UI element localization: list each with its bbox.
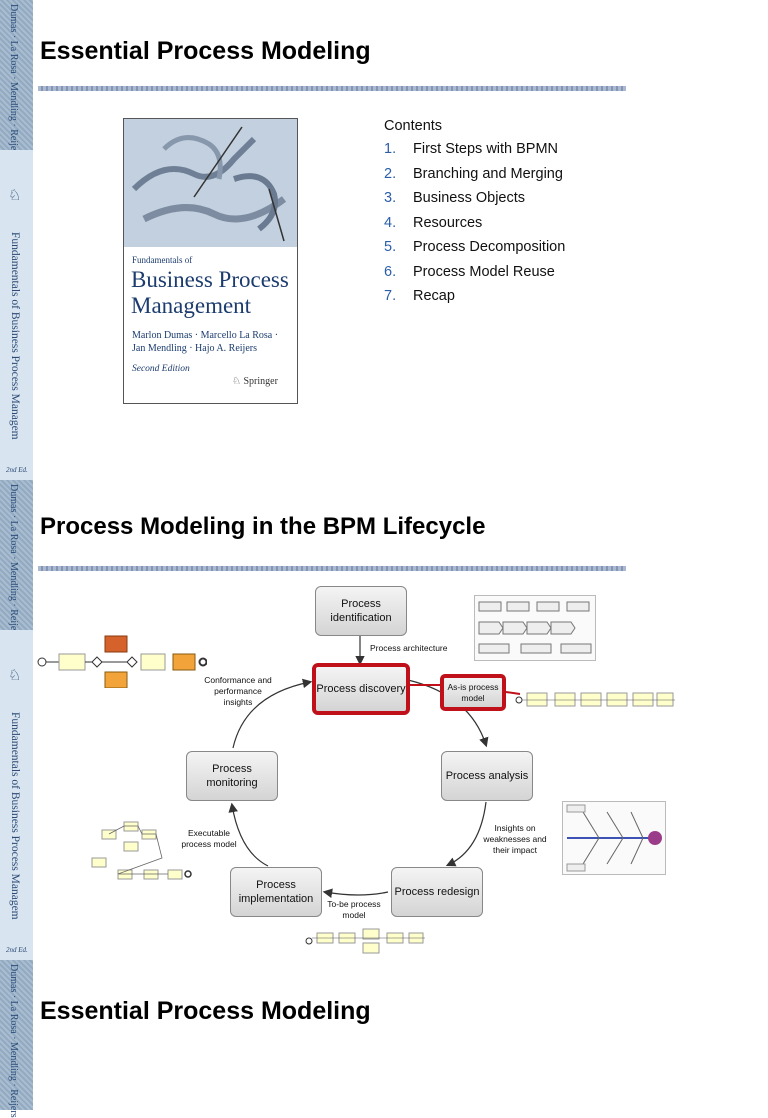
phase-identification: Process identification: [315, 586, 407, 636]
phase-analysis: Process analysis: [441, 751, 533, 801]
slide-title: Process Modeling in the BPM Lifecycle: [40, 513, 486, 540]
architecture-label: Process architecture: [370, 643, 448, 653]
cover-series: Fundamentals of: [132, 255, 193, 265]
item-label: Recap: [413, 288, 455, 304]
sidebar: Dumas · La Rosa · Mendling · Reijers: [0, 960, 33, 1118]
slide-2: Dumas · La Rosa · Mendling · Reijers ♘ F…: [0, 480, 768, 960]
list-item: 3. Business Objects: [384, 190, 565, 215]
sidebar-book-title: Fundamentals of Business Process Managem…: [9, 232, 21, 454]
list-item: 5. Process Decomposition: [384, 239, 565, 264]
item-number: 3.: [384, 190, 397, 206]
sidebar-panel: [0, 630, 33, 920]
sidebar-authors: Dumas · La Rosa · Mendling · Reijers: [8, 964, 19, 1118]
sidebar-edition: 2nd Ed.: [6, 466, 28, 474]
list-item: 6. Process Model Reuse: [384, 264, 565, 289]
item-number: 1.: [384, 141, 397, 157]
asis-model-thumbnail: [515, 687, 680, 713]
item-label: Process Decomposition: [413, 239, 566, 255]
phase-implementation: Process implementation: [230, 867, 322, 917]
list-item: 1. First Steps with BPMN: [384, 141, 565, 166]
item-number: 6.: [384, 263, 397, 280]
item-label: First Steps with BPMN: [413, 141, 559, 157]
item-label: Resources: [413, 214, 483, 231]
item-number: 2.: [384, 165, 397, 182]
sidebar-footer: [0, 920, 33, 960]
cover-illustration: [124, 119, 297, 247]
asis-model-label: As-is process model: [440, 674, 506, 711]
cover-publisher-label: Springer: [243, 376, 278, 387]
tobe-label: To-be process model: [327, 899, 381, 920]
cover-title: Business Process Management: [131, 267, 289, 318]
sidebar-banner: [0, 480, 33, 630]
title-rule: [38, 86, 626, 91]
item-number: 4.: [384, 214, 397, 231]
executable-label: Executable process model: [181, 828, 237, 849]
executable-model-thumbnail: [88, 818, 194, 904]
bpmn-thumbnail-left: [37, 628, 208, 689]
sidebar: Dumas · La Rosa · Mendling · Reijers ♘ F…: [0, 0, 33, 480]
item-number: 7.: [384, 288, 397, 304]
insights-label: Insights on weaknesses and their impact: [483, 823, 547, 855]
fishbone-thumbnail: [562, 801, 666, 875]
sidebar: Dumas · La Rosa · Mendling · Reijers ♘ F…: [0, 480, 33, 960]
book-cover: Fundamentals of Business Process Managem…: [123, 118, 298, 404]
slide-title: Essential Process Modeling: [40, 997, 371, 1025]
item-label: Branching and Merging: [413, 165, 563, 182]
phase-redesign: Process redesign: [391, 867, 483, 917]
sidebar-banner: [0, 0, 33, 150]
sidebar-authors: Dumas · La Rosa · Mendling · Reijers: [8, 4, 19, 158]
springer-horse-icon: ♘: [8, 187, 22, 204]
sidebar-authors: Dumas · La Rosa · Mendling · Reijers: [8, 484, 19, 638]
list-item: 2. Branching and Merging: [384, 166, 565, 191]
sidebar-edition: 2nd Ed.: [6, 946, 28, 954]
sidebar-book-title: Fundamentals of Business Process Managem…: [9, 712, 21, 934]
list-item: 7. Recap: [384, 288, 565, 313]
contents-heading: Contents: [384, 118, 443, 134]
slide-3: Dumas · La Rosa · Mendling · Reijers Ess…: [0, 960, 768, 1118]
contents-list: Contents 1. First Steps with BPMN 2. Branc…: [384, 118, 565, 313]
phase-discovery: Process discovery: [312, 663, 410, 715]
springer-horse-icon: ♘: [8, 667, 22, 684]
lifecycle-arrows: [228, 635, 521, 898]
tobe-model-thumbnail: [305, 925, 430, 957]
cover-authors: Marlon Dumas · Marcello La Rosa · Jan Me…: [132, 330, 279, 354]
item-number: 5.: [384, 239, 397, 255]
list-item: 4. Resources: [384, 215, 565, 240]
phase-monitoring: Process monitoring: [186, 751, 278, 801]
cover-edition: Second Edition: [132, 364, 190, 374]
item-label: Business Objects: [413, 190, 526, 206]
conformance-label: Conformance and performance insights: [204, 675, 272, 707]
slide-1: Dumas · La Rosa · Mendling · Reijers ♘ F…: [0, 0, 768, 480]
architecture-thumbnail: [474, 595, 596, 661]
title-rule: [38, 566, 626, 571]
item-label: Process Model Reuse: [413, 263, 555, 280]
sidebar-panel: [0, 150, 33, 440]
slide-title: Essential Process Modeling: [40, 37, 371, 65]
sidebar-footer: [0, 440, 33, 480]
cover-publisher: ♘ Springer: [232, 376, 278, 387]
